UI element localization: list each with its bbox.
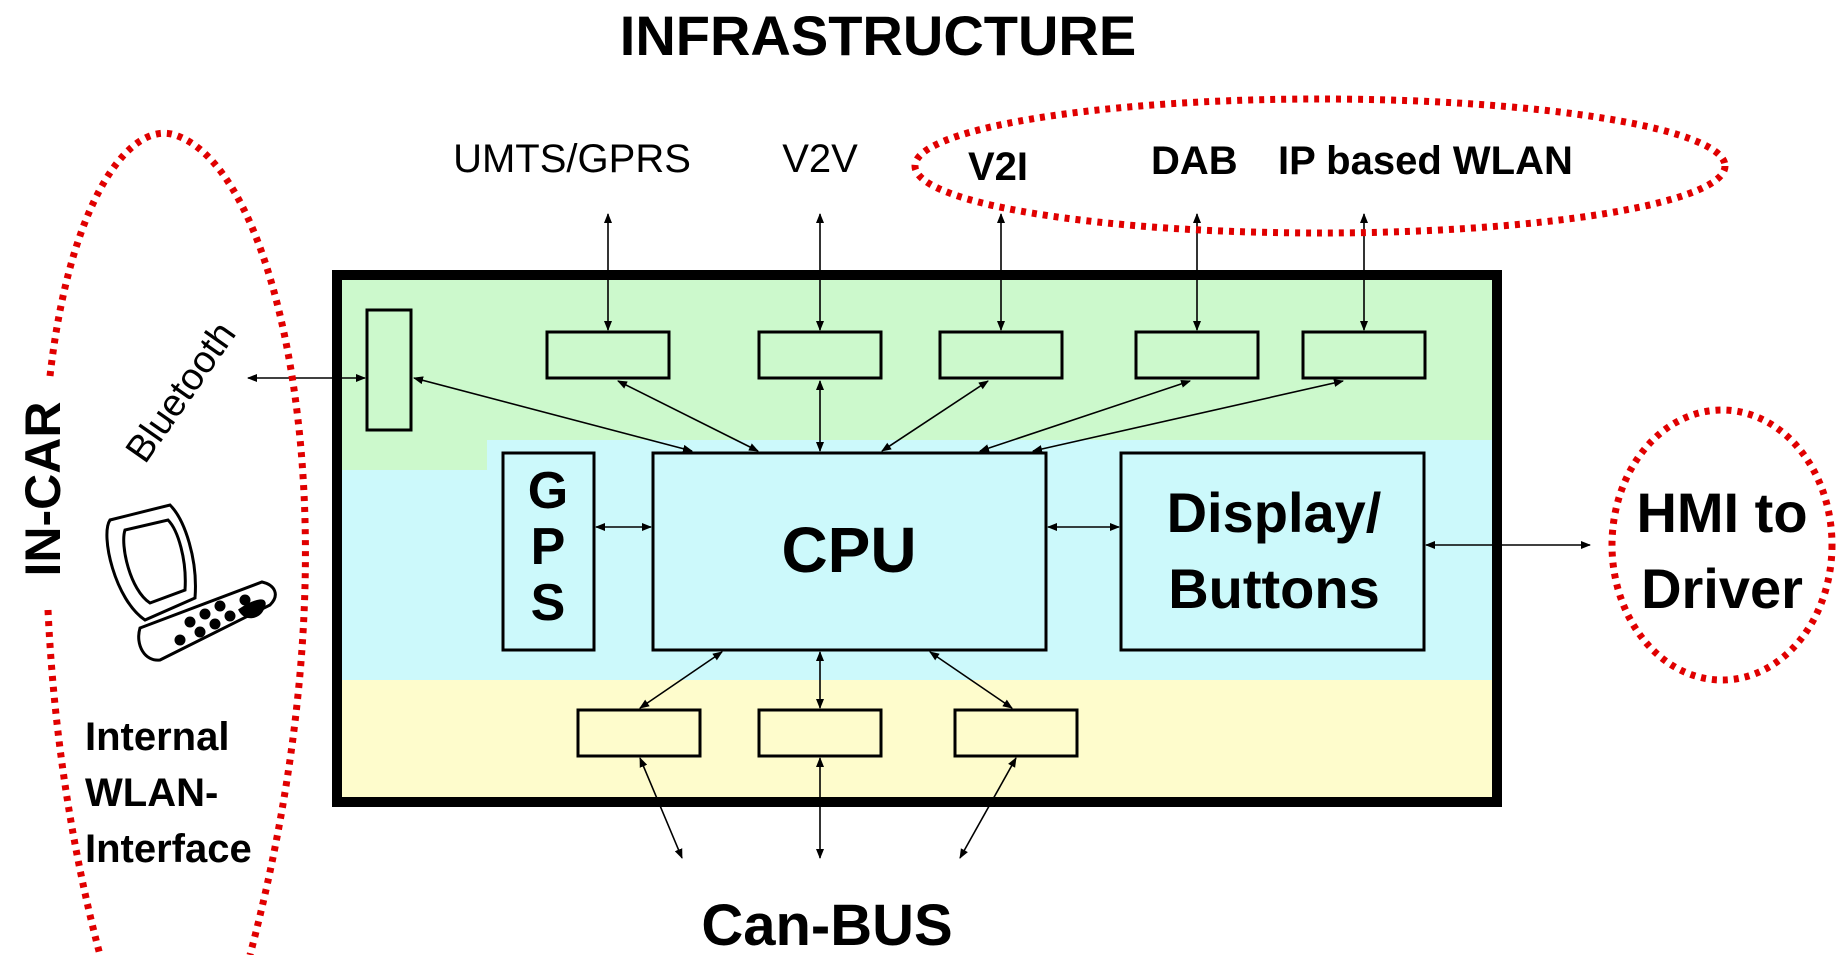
internal-wlan-line1: Internal — [85, 715, 229, 759]
title: INFRASTRUCTURE — [620, 4, 1136, 67]
module-v2v — [757, 330, 883, 380]
module-wlan — [1301, 330, 1427, 380]
in-car-ellipse — [44, 129, 309, 955]
arrow-can1-bus — [639, 757, 683, 859]
arrow-cpu-can3 — [929, 651, 1013, 709]
gps-letter-g: G — [528, 462, 568, 520]
display-label-line2: Buttons — [1168, 557, 1380, 620]
can-module-2 — [757, 708, 883, 758]
display-label-line1: Display/ — [1167, 481, 1382, 544]
can-module-3 — [953, 708, 1079, 758]
hmi-ellipse — [1608, 406, 1836, 684]
infrastructure-wireless-ellipse — [911, 95, 1729, 237]
zone-middle — [337, 440, 1497, 680]
arrow-umts-cpu — [617, 380, 759, 452]
arrow-can3-bus — [959, 757, 1017, 859]
can-module-1 — [576, 708, 702, 758]
dotted-groupings — [44, 95, 1836, 955]
arrow-cpu-can1 — [639, 651, 723, 709]
label-v2i: V2I — [968, 145, 1028, 189]
label-wlan: IP based WLAN — [1278, 139, 1573, 183]
internal-wlan-line3: Interface — [85, 827, 252, 871]
hmi-label-line2: Driver — [1641, 557, 1803, 620]
zone-bottom — [337, 680, 1497, 802]
label-in-car: IN-CAR — [15, 402, 71, 577]
gps-letter-s: S — [531, 574, 566, 632]
main-frame — [332, 270, 1502, 807]
laptop-icon — [105, 503, 277, 662]
label-bluetooth: Bluetooth — [118, 315, 245, 471]
gps-letter-p: P — [531, 518, 566, 576]
hmi-label-line1: HMI to — [1636, 481, 1807, 544]
display-box — [1119, 451, 1426, 652]
bluetooth-module — [365, 308, 413, 432]
arrow-wlan-cpu — [1032, 379, 1344, 453]
label-umts: UMTS/GPRS — [453, 137, 691, 181]
arrow-v2i-cpu — [881, 380, 989, 452]
connector-arrows — [247, 213, 1591, 859]
cpu-box — [651, 451, 1048, 652]
module-dab — [1134, 330, 1260, 380]
label-v2v: V2V — [782, 137, 858, 181]
bottom-label: Can-BUS — [701, 893, 952, 955]
label-dab: DAB — [1151, 139, 1238, 183]
module-v2i — [938, 330, 1064, 380]
cpu-label: CPU — [781, 514, 916, 586]
internal-wlan-line2: WLAN- — [85, 771, 218, 815]
gps-box — [501, 451, 596, 652]
zone-top-corner — [337, 440, 487, 470]
